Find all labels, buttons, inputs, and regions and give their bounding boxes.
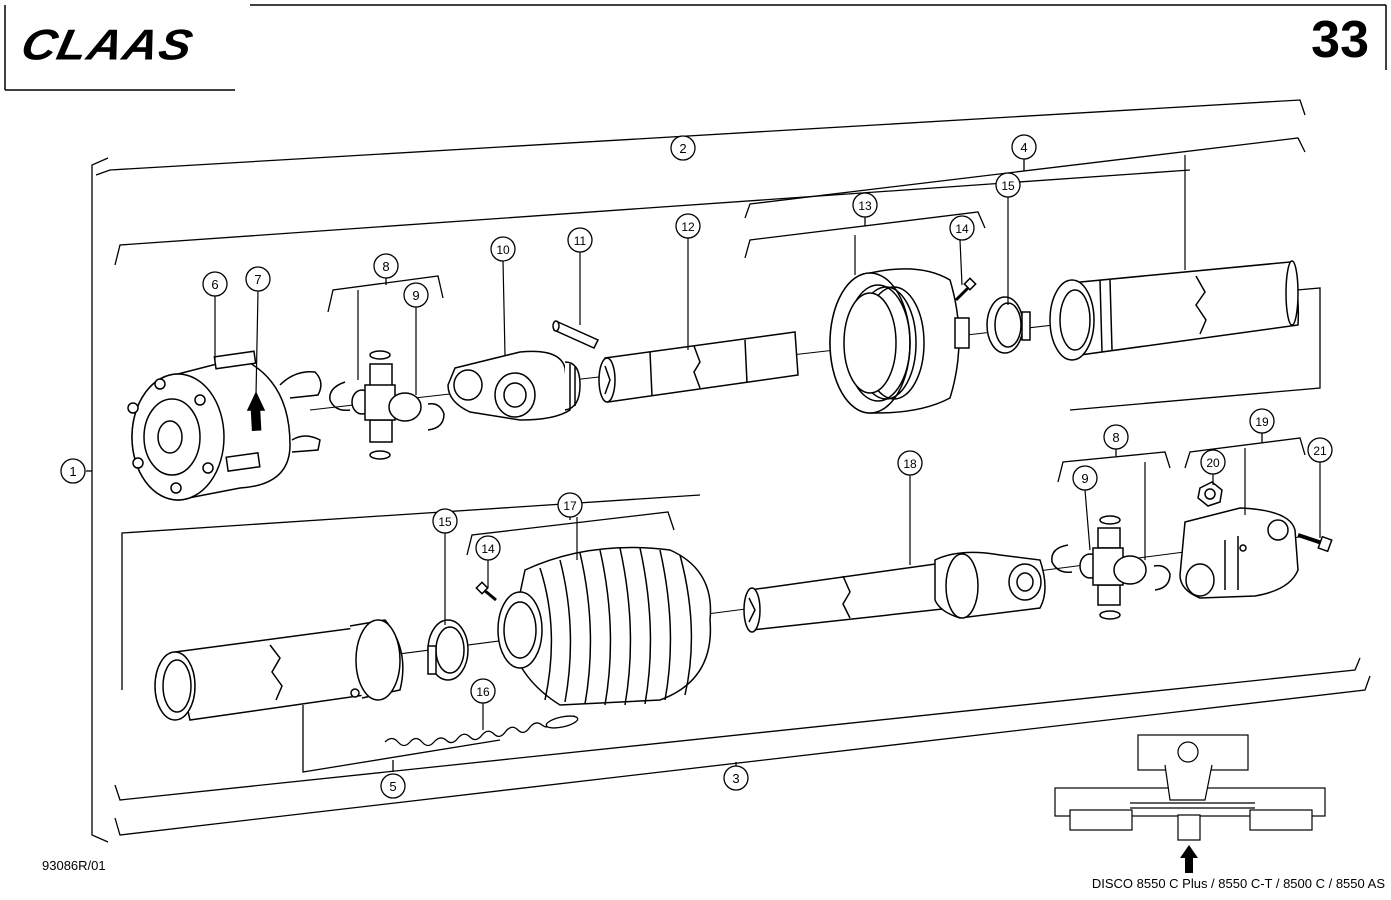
part-10-yoke [447,350,581,421]
svg-text:8: 8 [382,259,389,274]
circlip-upper-left [329,381,351,412]
callout-8-lower: 8 [1103,424,1129,450]
part-5-guard-tube-lower [154,619,404,721]
callout-19: 19 [1249,408,1275,434]
svg-text:6: 6 [211,277,218,292]
machine-models: DISCO 8550 C Plus / 8550 C-T / 8500 C / … [1091,876,1385,891]
upper-shaft-box-right [1069,287,1321,411]
bracket-5 [302,705,501,773]
svg-text:14: 14 [481,542,495,556]
assembly-brackets [86,99,1371,843]
part-14-screw-upper [954,277,977,302]
callout-4: 4 [1011,134,1037,160]
svg-text:15: 15 [1001,179,1015,193]
callout-20: 20 [1200,449,1226,475]
circlip-lower-left [1051,544,1073,574]
callout-8-upper: 8 [373,253,399,279]
part-15-bearing-ring-upper [986,296,1031,354]
bracket-2 [95,99,1306,176]
part-18-inner-tube-yoke [743,551,1046,633]
part-8-upper-cross-kit [329,350,445,460]
callout-14-lower: 14 [475,535,501,561]
svg-text:2: 2 [679,141,686,156]
callout-markers: 1 2 3 4 5 6 7 8 9 10 11 12 13 14 15 15 1… [60,134,1333,799]
inset-arrow [1180,845,1198,873]
part-14-screw-lower [475,581,497,602]
callout-5: 5 [380,773,406,799]
svg-text:7: 7 [254,272,261,287]
callout-18: 18 [897,450,923,476]
callout-6: 6 [202,271,228,297]
part-16-safety-chain [384,715,579,747]
bracket-17 [466,511,675,556]
bracket-8-lower [1057,451,1171,483]
bracket-outer-bottom [114,675,1371,836]
callout-12: 12 [675,213,701,239]
part-12-inner-profile-tube [598,331,799,403]
bracket-19 [1184,437,1306,469]
svg-text:15: 15 [438,515,452,529]
svg-text:11: 11 [574,234,587,248]
part-21-bolt [1297,533,1333,553]
bracket-1 [91,157,109,843]
callout-21: 21 [1307,437,1333,463]
callout-9-upper: 9 [403,282,429,308]
callout-1: 1 [60,458,86,484]
callout-17: 17 [557,492,583,518]
svg-text:9: 9 [412,288,419,303]
lower-shaft-box [121,494,701,690]
svg-text:20: 20 [1206,456,1220,470]
svg-text:5: 5 [389,779,396,794]
svg-text:4: 4 [1020,140,1027,155]
part-8-lower-cross-kit [1051,515,1171,620]
page-number: 33 [1311,11,1369,69]
circlip-upper-right [427,402,445,431]
part-20-nut [1197,481,1223,507]
callout-2: 2 [670,135,696,161]
part-13-guard-cone-upper [829,268,970,414]
svg-text:21: 21 [1313,444,1327,458]
svg-text:13: 13 [858,199,872,213]
drawing-number: 93086R/01 [42,858,106,873]
svg-text:16: 16 [476,685,490,699]
part-7-direction-arrow [246,391,266,431]
svg-text:9: 9 [1081,471,1088,486]
callout-3: 3 [723,765,749,791]
upper-shaft-box [114,169,1191,266]
svg-text:17: 17 [563,499,577,513]
callout-15-upper: 15 [995,172,1021,198]
callout-7: 7 [245,266,271,292]
svg-text:3: 3 [732,771,739,786]
callout-13: 13 [852,192,878,218]
part-4-outer-tube-upper [1049,260,1300,361]
svg-text:1: 1 [69,464,76,479]
location-inset-sketch [1054,734,1326,873]
part-19-clamp-yoke [1179,507,1299,599]
bracket-3 [114,657,1361,801]
part-17-guard-cone-lower [497,546,712,706]
svg-text:14: 14 [955,222,969,236]
callout-15-lower: 15 [432,508,458,534]
svg-text:10: 10 [496,243,510,257]
svg-text:19: 19 [1255,415,1269,429]
svg-text:8: 8 [1112,430,1119,445]
part-6-overload-clutch [127,350,322,501]
svg-text:18: 18 [903,457,917,471]
callout-16: 16 [470,678,496,704]
bracket-13 [744,211,986,259]
part-15-bearing-ring-lower [427,619,469,681]
callout-9-lower: 9 [1072,465,1098,491]
callout-14-upper: 14 [949,215,975,241]
part-11-roll-pin [552,320,600,349]
circlip-lower-right [1153,564,1171,591]
callout-11: 11 [567,227,593,253]
callout-leaders [214,155,1321,730]
callout-10: 10 [490,236,516,262]
svg-text:12: 12 [681,220,695,234]
